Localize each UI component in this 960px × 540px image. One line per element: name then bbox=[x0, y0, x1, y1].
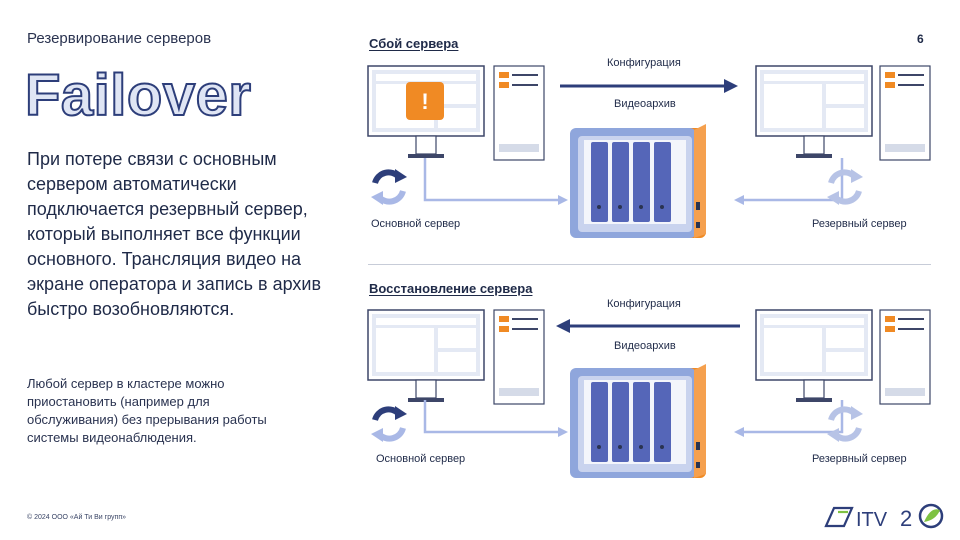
alert-icon bbox=[406, 82, 444, 120]
slide-title: Failover bbox=[24, 62, 252, 129]
sync-inactive-icon bbox=[827, 169, 863, 205]
itv-logo: ITV 2 bbox=[824, 503, 944, 531]
page-number: 6 bbox=[917, 32, 924, 46]
sync-inactive-icon bbox=[827, 406, 863, 442]
bottom-diagram-title: Восстановление сервера bbox=[369, 281, 533, 296]
svg-text:ITV: ITV bbox=[856, 509, 888, 531]
alert-symbol: ! bbox=[421, 89, 428, 114]
nas-storage-icon bbox=[570, 124, 706, 238]
top-main-server-label: Основной сервер bbox=[371, 218, 461, 230]
bottom-backup-server-label: Резервный сервер bbox=[812, 453, 907, 465]
nas-storage-icon bbox=[570, 364, 706, 478]
note-text: Любой сервер в кластере можно приостанов… bbox=[27, 376, 267, 445]
backup-panel-icon bbox=[879, 65, 931, 161]
backup-monitor-icon bbox=[755, 65, 873, 159]
sync-active-icon bbox=[371, 169, 407, 205]
main-panel-icon bbox=[493, 309, 545, 405]
backup-monitor-icon bbox=[755, 309, 873, 403]
slide-subtitle: Резервирование серверов bbox=[27, 30, 212, 47]
bottom-main-server-label: Основной сервер bbox=[376, 453, 466, 465]
main-monitor-icon bbox=[367, 309, 485, 403]
bottom-archive-label: Видеоархив bbox=[614, 340, 676, 352]
top-archive-label: Видеоархив bbox=[614, 98, 676, 110]
backup-panel-icon bbox=[879, 309, 931, 405]
bottom-config-label: Конфигурация bbox=[607, 298, 681, 310]
top-backup-server-label: Резервный сервер bbox=[812, 218, 907, 230]
top-config-label: Конфигурация bbox=[607, 57, 681, 69]
main-panel-icon bbox=[493, 65, 545, 161]
top-diagram-title: Сбой сервера bbox=[369, 36, 459, 51]
description-text: При потере связи с основным сервером авт… bbox=[27, 149, 322, 319]
svg-text:2: 2 bbox=[900, 506, 912, 531]
section-divider bbox=[368, 264, 931, 265]
sync-active-icon bbox=[371, 406, 407, 442]
copyright: © 2024 ООО «Ай Ти Ви групп» bbox=[27, 514, 127, 521]
